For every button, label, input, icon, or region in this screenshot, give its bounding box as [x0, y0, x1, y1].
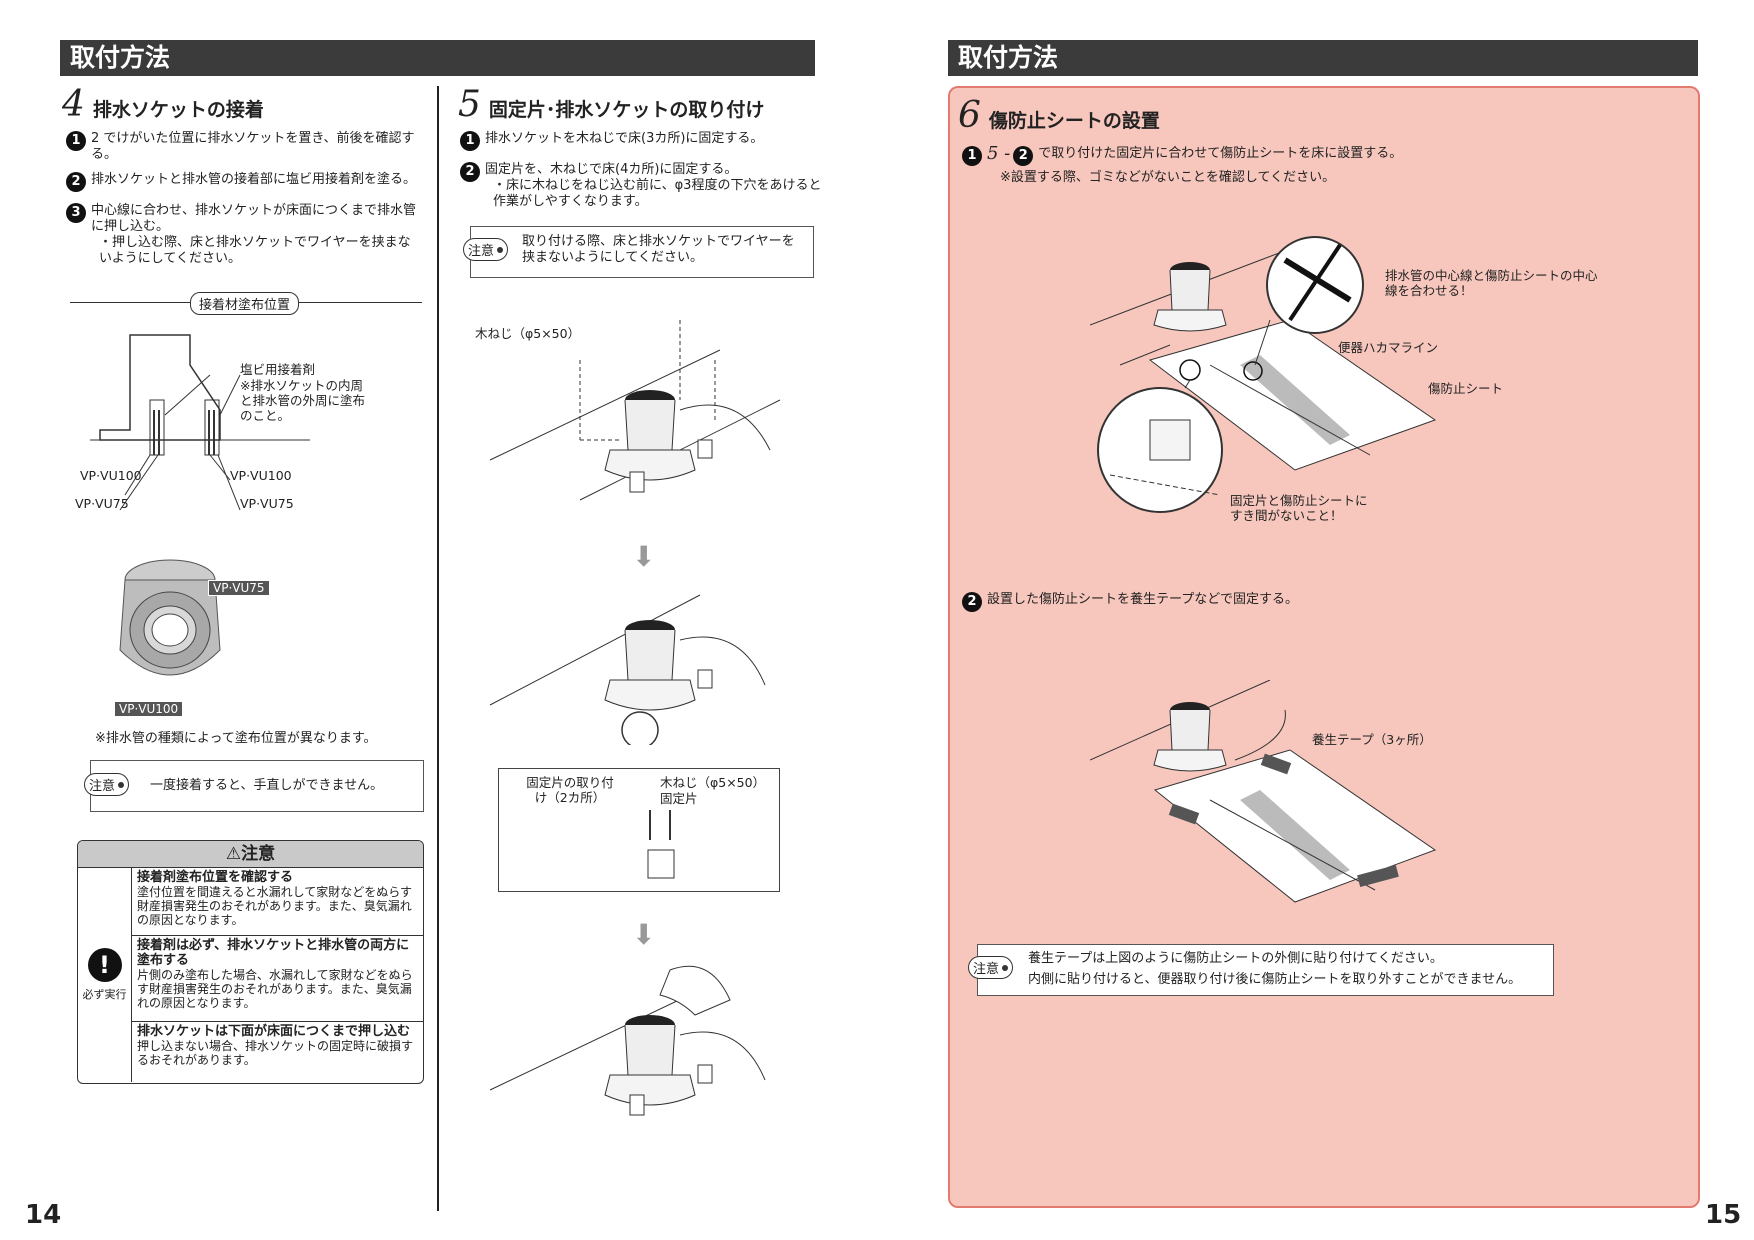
- tape-fixing-illustration: [1090, 680, 1437, 903]
- step-marker: 3: [66, 203, 86, 223]
- step-marker: 1: [460, 131, 480, 151]
- protection-sheet-illustration: [1090, 236, 1437, 513]
- step4-item-1: 1 2 でけがいた位置に排水ソケットを置き、前後を確認する。: [66, 131, 418, 163]
- photo-label-100: VP·VU100: [114, 701, 184, 717]
- step5-note-box: [470, 226, 814, 278]
- fixing-piece-illustration: [489, 594, 766, 745]
- photo-label-75: VP·VU75: [208, 580, 270, 596]
- step5-item-1: 1 排水ソケットを木ねじで床(3カ所)に固定する。: [460, 131, 820, 151]
- caution-item-1: 接着剤塗布位置を確認する 塗付位置を間違えると水漏れして家財などをぬらす財産損害…: [132, 868, 423, 936]
- caution-item-1-body: 塗付位置を間違えると水漏れして家財などをぬらす財産損害発生のおそれがあります。ま…: [137, 885, 413, 927]
- adhesive-note: ※排水ソケットの内周と排水管の外周に塗布のこと。: [240, 378, 366, 423]
- step5-item-2: 2 固定片を、木ねじで床(4カ所)に固定する。 ・床に木ねじをねじ込む前に、φ3…: [460, 162, 825, 210]
- step6-item-1-text: で取り付けた固定片に合わせて傷防止シートを床に設置する。: [1038, 146, 1403, 161]
- socket-screw-illustration: [489, 320, 781, 501]
- pipe-label-right-100: VP·VU100: [230, 468, 292, 483]
- step4-note-box: [90, 760, 424, 812]
- caution-item-3-title: 排水ソケットは下面が床面につくまで押し込む: [137, 1024, 411, 1039]
- detail-piece-label: 固定片: [660, 791, 698, 806]
- step5-number: 5: [458, 84, 481, 125]
- detail-screw-label: 木ねじ（φ5×50）: [660, 775, 766, 790]
- step6-title: 傷防止シートの設置: [988, 110, 1160, 132]
- must-do-column: ! 必ず実行: [78, 868, 132, 1082]
- down-arrow-icon: ⬇: [632, 918, 656, 951]
- step6-item-1-ref: 5 -: [987, 143, 1011, 164]
- step-marker: 2: [962, 592, 982, 612]
- column-divider: [437, 86, 439, 1211]
- step-marker: 2: [1013, 146, 1034, 166]
- adhesive-label: 塩ビ用接着剤: [240, 362, 316, 377]
- adhesive-position-label: 接着材塗布位置: [190, 292, 300, 315]
- step6-note-line-1: 養生テープは上図のように傷防止シートの外側に貼り付けてください。: [1028, 951, 1443, 966]
- step-marker: 1: [66, 131, 86, 151]
- step4-heading: 4 排水ソケットの接着: [62, 84, 264, 125]
- caution-title: ⚠注意: [78, 841, 423, 868]
- down-arrow-icon: ⬇: [632, 540, 656, 573]
- step-marker: 2: [66, 172, 86, 192]
- step6-item-2: 2 設置した傷防止シートを養生テープなどで固定する。: [962, 592, 1298, 612]
- step-marker: 1: [962, 146, 982, 166]
- caution-item-2: 接着剤は必ず、排水ソケットと排水管の両方に塗布する 片側のみ塗布した場合、水漏れ…: [132, 936, 423, 1022]
- right-section-header: 取付方法: [948, 40, 1698, 76]
- step6-note-box: [977, 944, 1554, 996]
- step5-item-2-text: 固定片を、木ねじで床(4カ所)に固定する。: [485, 162, 738, 177]
- caution-item-1-title: 接着剤塗布位置を確認する: [137, 870, 294, 885]
- drain-socket-photo: [119, 559, 221, 676]
- step4-item-2-text: 排水ソケットと排水管の接着部に塩ビ用接着剤を塗る。: [91, 172, 417, 187]
- center-line-callout: 排水管の中心線と傷防止シートの中心線を合わせる！: [1385, 268, 1598, 298]
- step5-note-text: 取り付ける際、床と排水ソケットでワイヤーを挟まないようにしてください。: [522, 234, 795, 265]
- step4-item-1-text: 2 でけがいた位置に排水ソケットを置き、前後を確認する。: [91, 131, 415, 162]
- exclamation-icon: !: [87, 948, 122, 982]
- pipe-cross-section-diagram: [90, 334, 310, 511]
- step6-note-line-2: 内側に貼り付けると、便器取り付け後に傷防止シートを取り外すことができません。: [1028, 972, 1522, 987]
- socket-insert-illustration: [489, 965, 766, 1116]
- step4-item-2: 2 排水ソケットと排水管の接着部に塩ビ用接着剤を塗る。: [66, 172, 436, 192]
- step6-heading: 6 傷防止シートの設置: [958, 95, 1160, 136]
- pipe-label-left-100: VP·VU100: [80, 468, 142, 483]
- caution-item-2-title: 接着剤は必ず、排水ソケットと排水管の両方に塗布する: [137, 938, 410, 968]
- caution-note-icon: 注意: [84, 773, 130, 796]
- page-number-left: 14: [25, 1200, 62, 1230]
- fixing-detail-box: [498, 768, 780, 892]
- step5-item-1-text: 排水ソケットを木ねじで床(3カ所)に固定する。: [485, 131, 764, 146]
- gap-callout: 固定片と傷防止シートにすき間がないこと！: [1230, 493, 1368, 523]
- step6-item-1-sub: ※設置する際、ゴミなどがないことを確認してください。: [1000, 170, 1336, 185]
- caution-note-icon: 注意: [463, 238, 509, 261]
- caution-note-icon: 注意: [968, 956, 1014, 979]
- step5-heading: 5 固定片･排水ソケットの取り付け: [458, 84, 764, 125]
- page-number-right: 15: [1705, 1200, 1742, 1230]
- step6-item-2-text: 設置した傷防止シートを養生テープなどで固定する。: [987, 592, 1298, 607]
- toilet-line-label: 便器ハカマライン: [1338, 340, 1439, 355]
- pipe-label-left-75: VP·VU75: [75, 496, 129, 511]
- step5-item-2-sub: ・床に木ねじをねじ込む前に、φ3程度の下穴をあけると作業がしやすくなります。: [493, 178, 822, 209]
- step4-number: 4: [62, 84, 85, 125]
- pipe-label-right-75: VP·VU75: [240, 496, 294, 511]
- step4-note-text: 一度接着すると、手直しができません。: [150, 778, 384, 793]
- caution-table: ⚠注意 ! 必ず実行 接着剤塗布位置を確認する 塗付位置を間違えると水漏れして家…: [77, 840, 424, 1084]
- step6-item-1: 1 5 - 2 で取り付けた固定片に合わせて傷防止シートを床に設置する。: [962, 143, 1403, 166]
- detail-fixing-label: 固定片の取り付け（2カ所）: [526, 775, 614, 805]
- step4-item-3-sub: ・押し込む際、床と排水ソケットでワイヤーを挟まないようにしてください。: [99, 235, 411, 266]
- caution-item-3-body: 押し込まない場合、排水ソケットの固定時に破損するおそれがあります。: [137, 1039, 414, 1067]
- screw-label: 木ねじ（φ5×50）: [475, 326, 581, 341]
- caution-item-2-body: 片側のみ塗布した場合、水漏れして家財などをぬらす財産損害発生のおそれがあります。…: [137, 968, 413, 1010]
- step5-title: 固定片･排水ソケットの取り付け: [488, 99, 765, 121]
- pipe-type-note: ※排水管の種類によって塗布位置が異なります。: [95, 731, 377, 746]
- step-marker: 2: [460, 162, 480, 182]
- caution-item-3: 排水ソケットは下面が床面につくまで押し込む 押し込まない場合、排水ソケットの固定…: [132, 1022, 423, 1082]
- must-do-label: 必ず実行: [82, 988, 127, 1001]
- step4-item-3-text: 中心線に合わせ、排水ソケットが床面につくまで排水管に押し込む。: [91, 203, 417, 234]
- tape-label: 養生テープ（3ヶ所）: [1312, 732, 1432, 747]
- left-section-header: 取付方法: [60, 40, 815, 76]
- step4-title: 排水ソケットの接着: [92, 99, 264, 121]
- step6-number: 6: [958, 95, 981, 136]
- protection-sheet-label: 傷防止シート: [1428, 381, 1504, 396]
- screw-detail-illustration: [647, 810, 675, 879]
- step4-item-3: 3 中心線に合わせ、排水ソケットが床面につくまで排水管に押し込む。 ・押し込む際…: [66, 203, 418, 267]
